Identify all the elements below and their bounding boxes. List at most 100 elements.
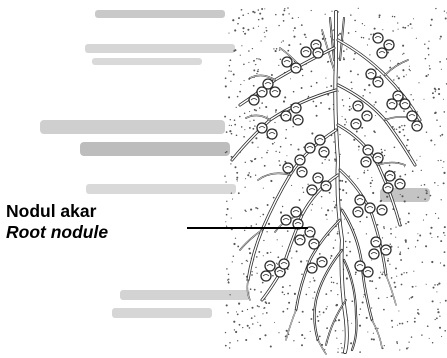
- soil-dot: [344, 119, 346, 121]
- soil-dot: [355, 271, 357, 273]
- soil-dot: [256, 73, 257, 74]
- soil-dot: [321, 196, 323, 198]
- root-nodule: [313, 48, 323, 58]
- root-nodule: [366, 69, 376, 79]
- root-branch: [258, 173, 290, 180]
- soil-dot: [258, 306, 260, 308]
- soil-dot: [291, 185, 292, 186]
- soil-dot: [443, 264, 445, 266]
- soil-dot: [431, 261, 433, 263]
- soil-dot: [235, 331, 237, 333]
- soil-dot: [330, 258, 331, 259]
- root-nodule: [363, 145, 373, 155]
- soil-dot: [287, 50, 289, 52]
- soil-dot: [433, 97, 435, 99]
- soil-dot: [331, 11, 332, 12]
- soil-dot: [399, 126, 401, 128]
- soil-dot: [395, 237, 396, 238]
- soil-dot: [325, 308, 327, 310]
- soil-dot: [310, 85, 312, 87]
- soil-dot: [334, 160, 336, 162]
- soil-dot: [253, 27, 255, 29]
- soil-dot: [366, 233, 367, 234]
- soil-dot: [277, 239, 278, 240]
- soil-dot: [408, 212, 410, 214]
- soil-dot: [287, 308, 289, 310]
- soil-dot: [429, 68, 431, 70]
- soil-dot: [401, 125, 402, 126]
- soil-dot: [271, 74, 273, 76]
- soil-dot: [345, 181, 347, 183]
- soil-dot: [253, 69, 255, 71]
- soil-dot: [400, 259, 402, 261]
- soil-dot: [366, 317, 368, 319]
- soil-dot: [339, 180, 341, 182]
- soil-dot: [369, 280, 371, 282]
- soil-dot: [396, 129, 397, 130]
- soil-dot: [242, 327, 243, 328]
- soil-dot: [264, 307, 266, 309]
- soil-dot: [244, 33, 246, 35]
- soil-dot: [242, 14, 244, 16]
- soil-dot: [415, 246, 416, 247]
- soil-dot: [407, 221, 409, 223]
- soil-dot: [408, 25, 409, 26]
- soil-dot: [255, 64, 256, 65]
- soil-dot: [231, 125, 232, 126]
- soil-dot: [409, 69, 410, 70]
- soil-dot: [345, 241, 347, 243]
- root-nodule: [297, 167, 307, 177]
- soil-dot: [270, 252, 271, 253]
- soil-dot: [404, 166, 405, 167]
- root-branch-highlight: [340, 18, 344, 60]
- soil-dot: [226, 226, 227, 227]
- soil-dot: [444, 226, 446, 228]
- soil-dot: [234, 329, 235, 330]
- soil-dot: [266, 252, 268, 254]
- soil-dot: [252, 323, 254, 325]
- root-branch-highlight: [340, 170, 386, 275]
- soil-dot: [403, 53, 404, 54]
- soil-dot: [444, 235, 445, 236]
- soil-dot: [422, 261, 423, 262]
- soil-dot: [398, 310, 399, 311]
- soil-dot: [399, 175, 401, 177]
- soil-dot: [444, 251, 446, 253]
- soil-dot: [381, 151, 383, 153]
- soil-dot: [280, 59, 282, 61]
- soil-dot: [252, 48, 253, 49]
- root-nodule: [395, 179, 405, 189]
- root-nodule: [283, 163, 293, 173]
- soil-dot: [349, 98, 350, 99]
- soil-dot: [331, 255, 333, 257]
- soil-dot: [403, 272, 404, 273]
- soil-dot: [266, 231, 267, 232]
- soil-dot: [362, 95, 364, 97]
- soil-dot: [244, 230, 245, 231]
- soil-dot: [414, 318, 416, 320]
- soil-dot: [286, 330, 288, 332]
- soil-dot: [324, 349, 325, 350]
- soil-dot: [304, 34, 306, 36]
- soil-dot: [418, 82, 419, 83]
- soil-dot: [405, 223, 407, 225]
- root-nodule: [307, 185, 317, 195]
- soil-dot: [333, 141, 334, 142]
- soil-dot: [358, 146, 360, 148]
- soil-dot: [358, 8, 359, 9]
- soil-dot: [339, 33, 341, 35]
- soil-dot: [370, 34, 372, 36]
- soil-dot: [279, 49, 280, 50]
- root-nodule: [307, 263, 317, 273]
- root-nodule: [377, 48, 387, 58]
- soil-dot: [357, 74, 359, 76]
- soil-dot: [247, 325, 249, 327]
- soil-dot: [258, 26, 259, 27]
- soil-dot: [403, 110, 405, 112]
- soil-dot: [421, 170, 422, 171]
- soil-dot: [424, 43, 425, 44]
- soil-dot: [400, 252, 401, 253]
- soil-dot: [229, 125, 230, 126]
- soil-dot: [374, 104, 375, 105]
- soil-dot: [282, 14, 284, 16]
